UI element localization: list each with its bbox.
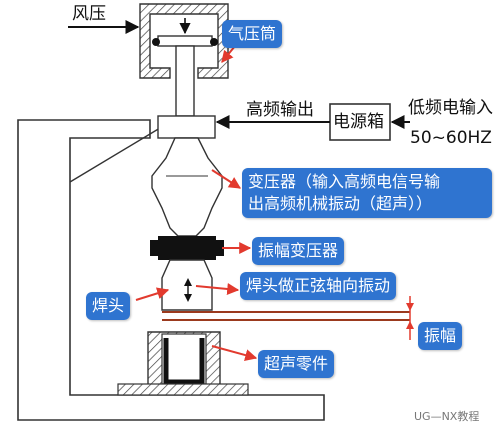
booster-body [150, 236, 224, 260]
arrow-horn-motion [195, 283, 240, 295]
air-cylinder-housing [139, 3, 229, 79]
callout-air-cylinder: 气压筒 [222, 20, 283, 48]
head-block [157, 115, 216, 139]
callout-transducer-line2: 出高频机械振动（超声）） [248, 194, 433, 213]
ultrasonic-part [163, 338, 205, 385]
callout-transducer: 变压器（输入高频电信号输 出高频机械振动（超声）） [242, 168, 492, 218]
piston [157, 35, 213, 47]
seal-right [210, 38, 218, 46]
callout-amplitude: 振幅 [418, 322, 463, 350]
arrow-to-transducer [211, 169, 242, 189]
callout-horn: 焊头 [86, 292, 131, 320]
arrow-to-part [211, 345, 258, 361]
machine-frame [17, 119, 325, 421]
callout-ultrasonic-part: 超声零件 [258, 350, 335, 378]
callout-booster: 振幅变压器 [252, 237, 345, 265]
hf-output-label: 高频输出 [246, 100, 314, 120]
seal-left [152, 38, 160, 46]
callout-transducer-line1: 变压器（输入高频电信号输 [248, 172, 441, 191]
transducer-body [151, 137, 223, 237]
callout-horn-motion: 焊头做正弦轴向振动 [240, 272, 397, 300]
fixture-pocket [161, 333, 207, 385]
power-box-label: 电源箱 [333, 112, 384, 132]
lf-input-label: 低频电输入 [408, 98, 493, 118]
watermark: UG—NX教程 [414, 410, 480, 423]
air-pressure-label: 风压 [72, 4, 106, 24]
frequency-label: 50~60HZ [410, 128, 492, 148]
frame-diagonal [69, 127, 161, 183]
arrow-to-horn [135, 287, 170, 301]
fixture-base [117, 383, 249, 396]
piston-rod [175, 45, 195, 117]
